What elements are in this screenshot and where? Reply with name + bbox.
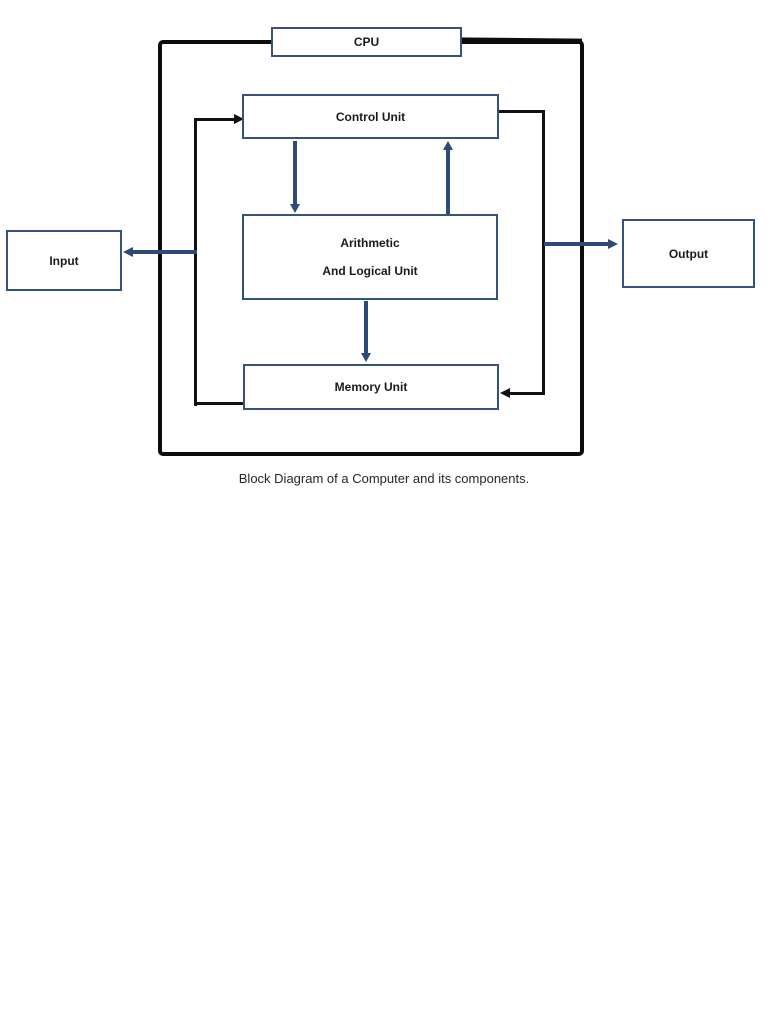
- arrow-alu-to-control-head: [443, 141, 453, 150]
- arrow-to-output-line: [544, 242, 608, 246]
- control-unit-label: Control Unit: [335, 109, 406, 124]
- arrow-to-input-line: [132, 250, 197, 254]
- cpu-box: CPU: [271, 27, 462, 57]
- line-control-to-memory-bottom: [509, 392, 545, 395]
- output-box: Output: [622, 219, 755, 288]
- input-box: Input: [6, 230, 122, 291]
- arrow-alu-to-control-line: [446, 150, 450, 214]
- memory-unit-label: Memory Unit: [334, 380, 408, 394]
- line-memory-to-control-top: [194, 118, 235, 121]
- line-control-to-memory-top: [499, 110, 545, 113]
- alu-label-line2: And Logical Unit: [322, 264, 418, 278]
- cpu-label: CPU: [353, 35, 380, 49]
- memory-unit-box: Memory Unit: [243, 364, 499, 410]
- alu-label-line1: Arithmetic: [340, 236, 400, 250]
- output-label: Output: [668, 246, 709, 261]
- arrowhead-into-control-unit: [234, 114, 244, 124]
- line-memory-to-control-vertical: [194, 118, 197, 406]
- diagram-caption: Block Diagram of a Computer and its comp…: [238, 471, 530, 486]
- arrow-to-output-head: [608, 239, 618, 249]
- alu-box: Arithmetic And Logical Unit: [242, 214, 498, 300]
- line-control-to-memory-vertical: [542, 110, 545, 395]
- line-memory-to-control-bottom: [194, 402, 244, 405]
- control-unit-box: Control Unit: [242, 94, 499, 139]
- arrow-control-to-alu-head: [290, 204, 300, 213]
- arrow-to-input-head: [123, 247, 133, 257]
- arrowhead-into-memory-unit: [500, 388, 510, 398]
- input-label: Input: [49, 253, 79, 268]
- arrow-alu-to-memory-line: [364, 301, 368, 353]
- arrow-control-to-alu-line: [293, 141, 297, 204]
- arrow-alu-to-memory-head: [361, 353, 371, 362]
